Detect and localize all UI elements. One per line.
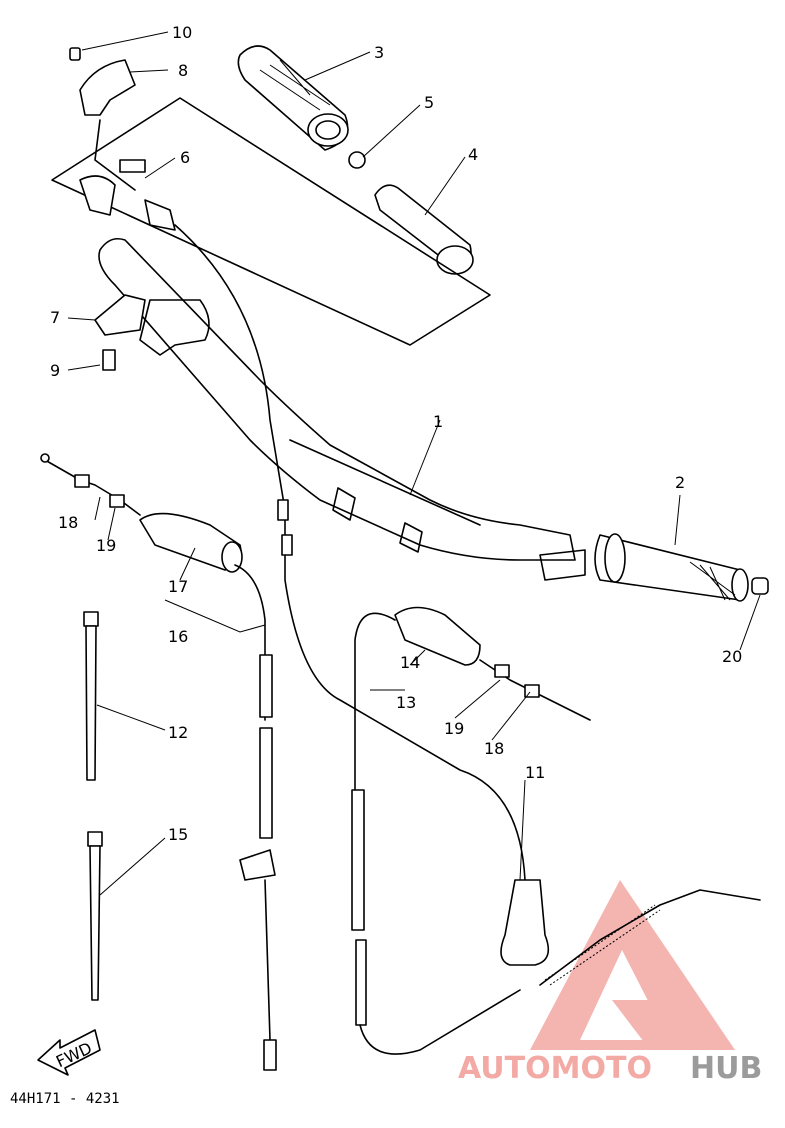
callout: 19: [444, 719, 464, 738]
callout: 19: [96, 536, 116, 555]
right-grip: [594, 533, 749, 602]
cable-sleeve: [259, 654, 273, 718]
brake-cable: [354, 612, 396, 921]
cable-adjuster: [281, 534, 293, 556]
throttle-housing: [69, 47, 176, 231]
cable-bracket: [239, 849, 276, 881]
callout: 17: [168, 577, 188, 596]
cable-sleeve: [351, 789, 365, 931]
callout: 1: [433, 412, 443, 431]
callout: 16: [168, 627, 188, 646]
cable-tie-12: [83, 611, 99, 781]
bolt: [102, 349, 116, 371]
callout: 11: [525, 763, 545, 782]
callout: 6: [180, 148, 190, 167]
cable-adjuster: [277, 499, 289, 521]
callout: 2: [675, 473, 685, 492]
callout: 10: [172, 23, 192, 42]
subassembly-frame: [51, 97, 491, 346]
carb-cable-end: [500, 879, 550, 966]
brake-lever: [394, 606, 591, 721]
bar-end-cap: [751, 577, 769, 595]
lever-holder: [94, 294, 146, 336]
callout: 18: [58, 513, 78, 532]
callout: 20: [722, 647, 742, 666]
cable-tie-15: [87, 831, 103, 1001]
throttle-cable: [174, 224, 526, 881]
cable-sleeve: [259, 727, 273, 839]
watermark-brand-primary: AUTOMOTO: [458, 1051, 652, 1086]
callout-labels: 10 8 3 5 4 6 7 9 1 2 20 11 12 13 14 15 1…: [50, 23, 742, 844]
callout: 13: [396, 693, 416, 712]
cable-inner: [264, 879, 271, 1041]
watermark-logo: [530, 880, 735, 1050]
clutch-cable: [234, 564, 266, 721]
handlebar: [98, 237, 586, 581]
collar: [348, 151, 366, 169]
brake-cable-lower: [359, 989, 521, 1055]
cable-sleeve: [355, 939, 367, 1026]
left-grip: [237, 45, 349, 151]
choke-cable: [539, 889, 761, 986]
callout: 3: [374, 43, 384, 62]
leader-lines: [67, 31, 761, 896]
clutch-lever: [40, 453, 243, 573]
watermark-brand-secondary: HUB: [690, 1051, 762, 1086]
callout: 5: [424, 93, 434, 112]
callout: 9: [50, 361, 60, 380]
throttle-tube: [374, 184, 474, 275]
callout: 4: [468, 145, 478, 164]
callout: 18: [484, 739, 504, 758]
callout: 15: [168, 825, 188, 844]
callout: 7: [50, 308, 60, 327]
cable-end: [263, 1039, 277, 1071]
fwd-arrow: FWD: [37, 1029, 101, 1076]
callout: 12: [168, 723, 188, 742]
part-number: 44H171 - 4231: [10, 1091, 120, 1107]
callout: 14: [400, 653, 420, 672]
callout: 8: [178, 61, 188, 80]
